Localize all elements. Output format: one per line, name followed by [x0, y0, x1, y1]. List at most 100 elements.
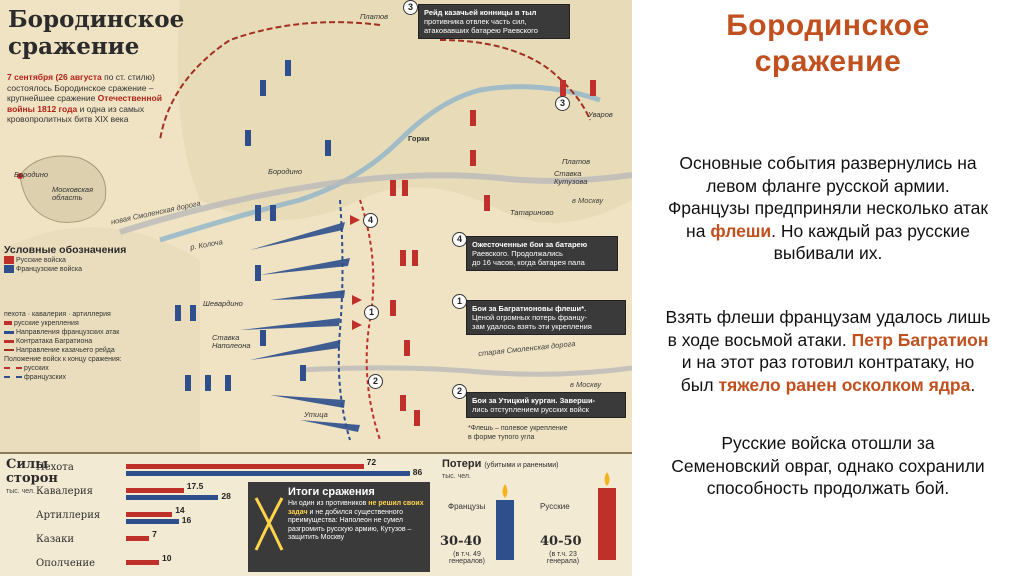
results-text: Ни один из противников не решил своих за…: [288, 500, 426, 543]
russian-candle-icon: [598, 472, 616, 560]
crossed-sabers-icon: [254, 497, 284, 551]
russian-force-value: 72: [366, 457, 377, 467]
russian-force-bar: [126, 512, 173, 517]
legend-pos-russian: русских: [4, 364, 164, 373]
force-label: Кавалерия: [36, 486, 93, 497]
road-to-moscow-1: в Москву: [572, 196, 604, 205]
results-hl: не решил своих задач: [288, 500, 424, 516]
wounded-highlight: тяжело ранен осколком ядра: [718, 374, 971, 395]
panel-heading: Бородинское сражение: [632, 8, 1024, 80]
pos-russian-line-icon: [4, 367, 22, 370]
heading-line2: сражение: [754, 45, 902, 78]
legend-cossack-raid-label: Направление казачьего рейда: [16, 347, 115, 354]
force-label: Пехота: [36, 462, 74, 473]
legend-russian-label: Русские войска: [16, 257, 66, 264]
legend-pos-french: французских: [4, 373, 164, 382]
french-force-bar: [126, 495, 219, 500]
place-shevardino: Шевардино: [203, 299, 243, 308]
place-borodino: Бородино: [268, 167, 303, 176]
map-title-line1: Бородинское: [8, 6, 185, 33]
paragraph-3: Русские войска отошли за Семеновский овр…: [632, 432, 1024, 500]
note-bagration-fleches: Бои за Багратионовы флеши*. Ценой огромн…: [466, 300, 626, 335]
force-label: Ополчение: [36, 558, 96, 569]
place-stavka-kutuzova: Ставка Кутузова: [554, 169, 588, 186]
p3-line1: Русские войска отошли за: [721, 433, 935, 453]
paragraph-1: Основные события развернулись на левом ф…: [632, 152, 1024, 265]
place-stavka-napoleona: Ставка Наполеона: [212, 333, 251, 350]
russian-generals: (в т.ч. 23 генерала): [546, 551, 580, 565]
note-3-line1: Рейд казачьей конницы в тыл: [424, 8, 537, 17]
results-text1: Ни один из противников: [288, 500, 367, 507]
french-force-bar: [126, 519, 179, 524]
p2-line4: был тяжело ранен осколком ядра.: [632, 374, 1024, 397]
place-gorki: Горки: [408, 134, 430, 143]
place-borodino-inset: Бородино: [14, 170, 49, 179]
russian-force-bar: [126, 536, 150, 541]
p1-line5: выбивали их.: [773, 243, 883, 263]
place-uvarov: Уварoв: [588, 110, 613, 119]
note-3-number: 3: [403, 0, 418, 15]
note-utitsky-kurgan: Бои за Утицкий курган. Заверши- лись отс…: [466, 392, 626, 418]
note-2-number: 2: [452, 384, 467, 399]
place-tatarinovo: Татариново: [510, 208, 554, 217]
fleches-highlight: флеши: [710, 220, 772, 241]
p2-line2a: в ходе восьмой атаки.: [667, 329, 847, 350]
legend-pos-russian-label: русских: [24, 365, 49, 372]
french-force-bar: [126, 471, 410, 476]
note-cossack-raid: Рейд казачьей конницы в тыл противника о…: [418, 4, 570, 39]
battle-map: Бородинское сражение 7 сентября (26 авгу…: [0, 0, 632, 576]
road-to-moscow-2: в Москву: [570, 380, 602, 389]
note-4-line1: Ожесточенные бои за батарею: [472, 240, 588, 249]
p2-line2: в ходе восьмой атаки. Петр Багратион: [632, 329, 1024, 352]
legend-cossack-raid: Направление казачьего рейда: [4, 346, 164, 355]
legend-french-label: Французские войска: [16, 266, 82, 273]
p2-line4a: был: [680, 374, 714, 395]
legend-counterattack: Контратака Багратиона: [4, 337, 164, 346]
note-2-line1: Бои за Утицкий курган. Заверши-: [472, 396, 596, 405]
p1-line1: Основные события развернулись на: [679, 153, 977, 173]
legend-cavalry: кавалерия: [31, 311, 67, 318]
intro-hl1: Отечественной: [97, 93, 162, 103]
french-force-value: 28: [221, 491, 231, 501]
russian-force-value: 10: [162, 553, 172, 563]
p1-line3: Французы предприняли несколько атак: [667, 198, 989, 218]
note-1-line1: Бои за Багратионовы флеши*.: [472, 304, 587, 313]
note-1-line3: зам удалось взять эти укрепления: [472, 322, 592, 331]
losses-unit: тыс. чел.: [442, 473, 471, 480]
results-text3: Наполеон не сумел разгромить русскую арм…: [288, 517, 412, 542]
legend-fortifications: русские укрепления: [4, 319, 164, 328]
legend-arms: пехота · кавалерия · артиллерия: [4, 311, 111, 318]
flesh-note-line1: *Флешь – полевое укрепление: [468, 425, 568, 432]
stats-title-line2: сторон: [6, 471, 58, 486]
p1-line4c: . Но каждый раз русские: [771, 220, 970, 241]
map-marker-3: 3: [555, 96, 570, 111]
text-panel: Бородинское сражение Основные события ра…: [632, 0, 1024, 576]
russian-swatch: [4, 256, 14, 265]
russian-force-bar: [126, 488, 184, 493]
french-loss-label: Французы: [448, 502, 486, 511]
legend-french-attacks-label: Направления французских атак: [16, 329, 120, 336]
russian-force-bar: [126, 560, 159, 565]
counterattack-arrow-icon: [4, 339, 14, 343]
russian-force-value: 17.5: [186, 481, 204, 491]
paragraph-2: Взять флеши французам удалось лишь в ход…: [632, 306, 1024, 396]
legend-counterattack-label: Контратака Багратиона: [16, 338, 93, 345]
place-platov-top: Платов: [360, 12, 389, 21]
stats-title: Силы сторон: [6, 458, 58, 486]
map-title-line2: сражение: [8, 33, 140, 60]
intro-text3: и одна из самых: [79, 103, 145, 114]
legend-positions: Положение войск к концу сражения:: [4, 356, 122, 363]
results-text2: и не добился существенного преимущества:: [288, 508, 403, 525]
attack-arrow-icon: [4, 330, 14, 334]
russian-loss-label: Русские: [540, 502, 570, 511]
french-generals: (в т.ч. 49 генералов): [449, 551, 485, 565]
flesh-note-line2: в форме тупого угла: [468, 434, 535, 441]
note-3-line3: атаковавших батарею Раевского: [424, 26, 538, 35]
losses-title-text: Потери: [442, 458, 482, 470]
heading-line1: Бородинское: [726, 9, 930, 42]
place-utica: Утица: [304, 410, 328, 419]
map-legend: Условные обозначения Русские войска Фран…: [4, 244, 164, 382]
intro-date-tail: по ст. стилю): [104, 72, 155, 82]
note-1-number: 1: [452, 294, 467, 309]
p1-line4a: на: [686, 220, 706, 241]
